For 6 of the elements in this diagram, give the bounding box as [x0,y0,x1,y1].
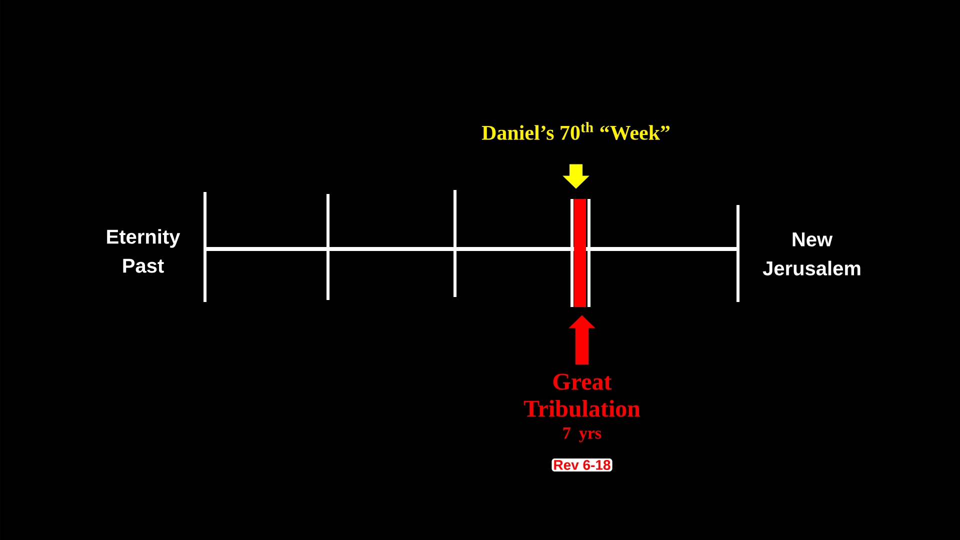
timeline-label: Eternity Past [107,229,180,273]
timeline-label: New Jerusalem [762,232,860,276]
caption-text: Great Tribulation 7 yrs [524,374,640,442]
reference-tag: Rev 6-18 [552,458,612,472]
tribulation-bar [574,199,586,307]
heading-text: Daniel’s 70$^{th}$ “Week” [482,122,670,140]
